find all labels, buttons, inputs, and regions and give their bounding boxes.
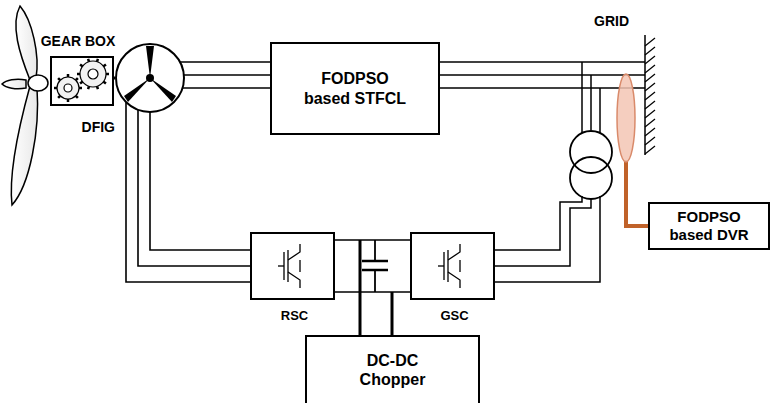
igbt-symbol — [278, 244, 300, 288]
gear-tooth — [104, 82, 106, 84]
grid-lines — [440, 62, 645, 282]
component-label: RSC — [281, 308, 308, 324]
gears — [57, 61, 106, 99]
grid-label: GRID — [594, 13, 629, 29]
gear-tooth — [87, 86, 90, 89]
gear-tooth — [87, 59, 90, 62]
wire-connector — [335, 240, 410, 292]
gear-tooth — [58, 96, 60, 98]
gear-tooth — [76, 78, 78, 80]
ground-hatch — [645, 65, 655, 73]
gear-tooth — [79, 87, 82, 90]
gear-tooth — [80, 65, 82, 67]
dc-link — [360, 240, 392, 335]
wire-connector — [126, 102, 250, 282]
wire — [184, 74, 270, 76]
gear-tooth — [106, 73, 109, 76]
dvr-link — [626, 160, 648, 226]
gear-tooth — [67, 99, 70, 102]
gear-tooth — [96, 59, 99, 62]
wire-connector — [180, 62, 270, 88]
ground-hatch — [645, 38, 655, 46]
ground-hatch — [645, 56, 655, 64]
ground-hatch — [645, 47, 655, 55]
wire — [335, 239, 410, 241]
box-label: DC-DC Chopper — [353, 351, 433, 389]
gear-tooth — [54, 87, 57, 90]
gear-tooth — [96, 86, 99, 89]
coupling-ellipse — [617, 74, 635, 162]
wire — [180, 61, 270, 63]
component-label: GSC — [440, 308, 468, 324]
igbt-symbol — [438, 244, 460, 288]
component-label: GEAR BOX — [41, 33, 116, 50]
ground-symbol — [644, 35, 646, 155]
ground-hatch — [645, 83, 655, 91]
wire — [138, 110, 250, 266]
process-box: FODPSO based DVR — [648, 202, 770, 250]
process-box: FODPSO based STFCL — [270, 42, 440, 135]
ground-hatch — [645, 146, 655, 154]
ground-hatch — [645, 110, 655, 118]
ground-hatch — [645, 128, 655, 136]
box-label: FODPSO based STFCL — [301, 69, 409, 107]
wire — [150, 112, 250, 250]
ground-hatch — [645, 137, 655, 145]
converter-box: RSC — [250, 232, 335, 300]
gear-tooth — [80, 82, 82, 84]
gear-tooth — [67, 74, 70, 77]
wire — [126, 102, 250, 282]
gearbox-box: GEAR BOX — [50, 56, 114, 106]
process-box: DC-DC Chopper — [305, 335, 480, 403]
gear-tooth — [104, 65, 106, 67]
wire — [335, 291, 410, 293]
generator-circle: DFIG — [115, 43, 185, 113]
gear-tooth — [77, 73, 80, 76]
converter-box: GSC — [410, 232, 495, 300]
gear-tooth — [58, 78, 60, 80]
ground-hatch — [645, 119, 655, 127]
gear-tooth — [76, 96, 78, 98]
dfig-symbol — [124, 46, 176, 102]
box-label: FODPSO based DVR — [659, 208, 759, 244]
wire — [183, 87, 270, 89]
ground-hatch — [645, 92, 655, 100]
transformer — [570, 131, 612, 199]
ground-hatch — [645, 74, 655, 82]
ground-hatch — [645, 101, 655, 109]
component-label: DFIG — [82, 119, 115, 136]
